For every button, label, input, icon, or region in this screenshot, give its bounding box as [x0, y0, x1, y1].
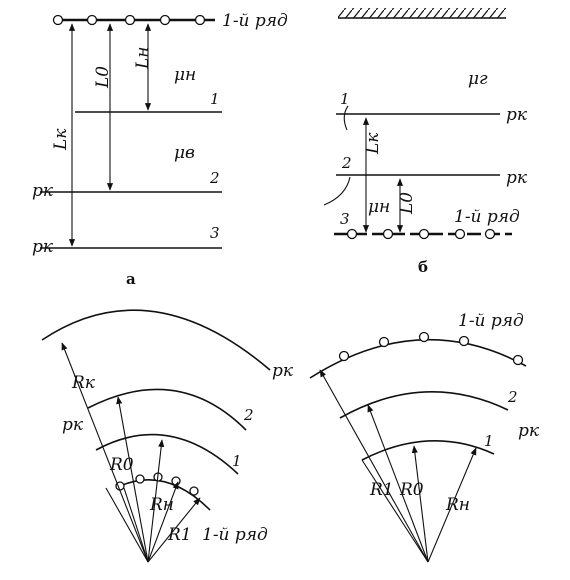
- mu-n-label-b: μн: [368, 197, 390, 217]
- mu-g-label-b: μг: [468, 69, 488, 89]
- arc-1-right: [361, 440, 495, 461]
- pk-label-a2: pк: [32, 181, 54, 201]
- num-1-b: 1: [340, 90, 350, 108]
- pk-label-b1: pк: [506, 105, 528, 125]
- num-1-a: 1: [210, 90, 220, 108]
- arc-1-left: [95, 433, 239, 475]
- mu-n-label-a: μн: [174, 65, 196, 85]
- num-2-fr: 2: [507, 388, 518, 406]
- pk-label-a3: pк: [32, 237, 54, 257]
- mu-v-label-a: μв: [174, 143, 195, 163]
- pk-label-b2: pк: [506, 168, 528, 188]
- arc-k-left: [41, 309, 271, 371]
- row1-dots-a: [52, 14, 206, 26]
- Lk-label-b: Lк: [363, 132, 383, 155]
- arc-row1-right: [309, 338, 527, 379]
- R1-label-fr: R1: [369, 480, 394, 500]
- pk-label-fl1: pк: [272, 361, 294, 381]
- num-2-a: 2: [209, 169, 220, 187]
- fan-left: pк 2 pк 1 1-й ряд Rк R0 Rн R1: [41, 309, 294, 563]
- panel-a: 1-й ряд 1 2 pк 3 pк Lк L0 Lн μн μв а: [32, 11, 288, 288]
- Rn-label-fr: Rн: [445, 495, 470, 515]
- leader-2-b: [323, 176, 351, 206]
- fan-right: 1-й ряд 2 pк 1 R1 R0 Rн: [309, 311, 540, 563]
- num-1-fr: 1: [484, 432, 494, 450]
- R1-label-fl: R1: [167, 525, 192, 545]
- row1-dots-b: [346, 228, 496, 240]
- num-3-a: 3: [210, 224, 220, 242]
- row1-label-a: 1-й ряд: [222, 11, 288, 31]
- L0-label-b: L0: [397, 192, 417, 215]
- L0-label-a: L0: [93, 66, 113, 89]
- panel-b: μг pк 1 pк 2 3 1-й ряд Lк L0 μн б: [323, 8, 528, 276]
- num-3-b: 3: [340, 210, 350, 228]
- num-2-b: 2: [341, 154, 352, 172]
- hatched-wall: [338, 8, 506, 18]
- Lk-label-a: Lк: [51, 128, 71, 151]
- rays-fl: [61, 342, 201, 563]
- row1-label-fr: 1-й ряд: [458, 311, 524, 331]
- row1-label-b: 1-й ряд: [454, 207, 520, 227]
- arc-2-right: [339, 391, 509, 419]
- row1-dots-fl: [115, 472, 199, 496]
- num-1-fl: 1: [232, 452, 242, 470]
- row1-dots-fr: [338, 331, 524, 366]
- caption-b: б: [418, 258, 428, 276]
- pk-label-fr: pк: [518, 421, 540, 441]
- pk-label-fl2: pк: [62, 415, 84, 435]
- R0-label-fl: R0: [109, 455, 134, 475]
- Ln-label-a: Lн: [133, 47, 153, 71]
- arc-2-left: [87, 388, 247, 431]
- Rk-label-fl: Rк: [71, 373, 96, 393]
- R0-label-fr: R0: [399, 480, 424, 500]
- num-2-fl: 2: [243, 406, 254, 424]
- Rn-label-fl: Rн: [149, 495, 174, 515]
- leader-1-b: [343, 105, 349, 131]
- row1-label-fl: 1-й ряд: [202, 525, 268, 545]
- rays-fr: [319, 369, 477, 563]
- caption-a: а: [126, 270, 136, 288]
